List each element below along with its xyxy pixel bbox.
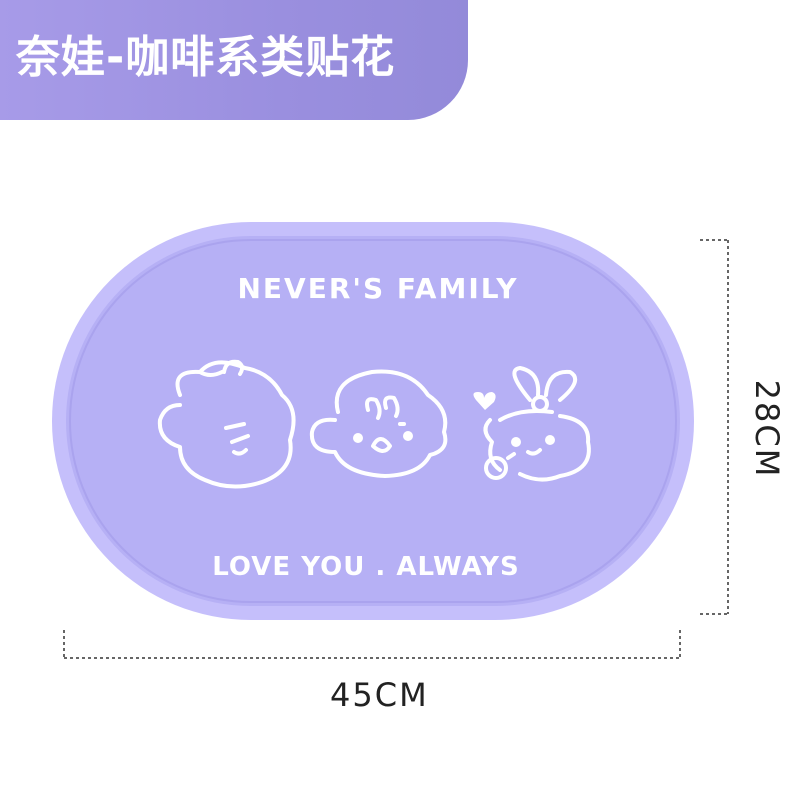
title-banner: 奈娃-咖啡系类贴花	[0, 0, 468, 120]
width-dimension-line	[63, 630, 681, 660]
baby-face-icon	[309, 369, 448, 478]
bunny-girl-face-icon	[483, 366, 591, 482]
heart-icon	[473, 392, 496, 410]
placemat-inner-shade	[69, 239, 677, 603]
page-title: 奈娃-咖啡系类贴花	[16, 32, 396, 83]
height-label: 28CM	[748, 379, 786, 479]
height-dimension-line	[700, 239, 730, 615]
width-label: 45CM	[330, 676, 429, 714]
mat-top-text: NEVER'S FAMILY	[237, 272, 518, 305]
placemat-surface	[66, 236, 680, 606]
boy-face-icon	[157, 359, 296, 489]
mat-bottom-text: LOVE YOU . ALWAYS	[212, 552, 519, 582]
